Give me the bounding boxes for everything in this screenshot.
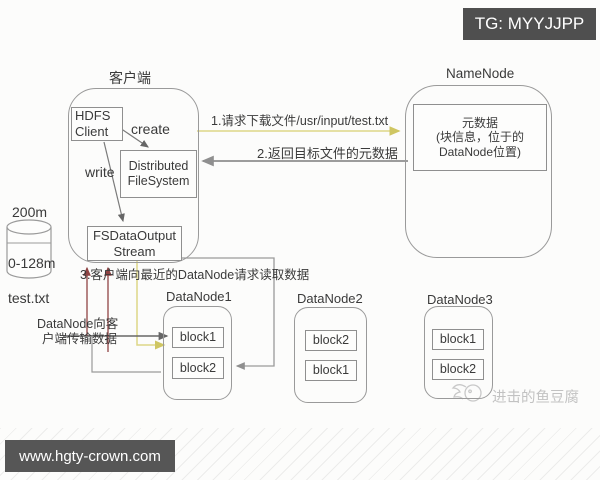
watermark-text: 进击的鱼豆腐 [492, 390, 579, 406]
metadata-box: 元数据 (块信息，位于的 DataNode位置) [413, 104, 547, 171]
create-arrow [119, 127, 149, 148]
datanode2-container [294, 307, 367, 403]
tg-badge-text: TG: MYYJJPP [474, 14, 585, 33]
fsdos-line2: Stream [113, 243, 156, 259]
datanode3-container [424, 306, 493, 399]
write-arrow [103, 141, 125, 223]
read-block2-request-arrow [181, 257, 275, 370]
fsdos-line1: FSDataOutput [92, 227, 177, 243]
block2-transfer-line [91, 336, 161, 373]
file-name-label: test.txt [8, 290, 50, 306]
website-badge: www.hgty-crown.com [5, 440, 175, 472]
metadata-line3: DataNode位置) [438, 144, 522, 159]
datanode1-title: DataNode1 [166, 289, 232, 304]
block-range-label: 0-128m [8, 255, 56, 271]
datanode3-block-bottom: block2 [432, 359, 484, 380]
dfs-line2: FileSystem [127, 174, 190, 188]
transfer-label-line1: DataNode向客 [37, 317, 119, 331]
read-block1-request-arrow [136, 261, 166, 350]
file-size-label: 200m [12, 204, 48, 220]
datanode2-block-bottom: block1 [305, 360, 357, 381]
datanode1-container [163, 306, 232, 400]
metadata-line1: 元数据 [461, 115, 498, 130]
website-badge-text: www.hgty-crown.com [19, 447, 161, 465]
datanode2-block-top: block2 [305, 330, 357, 351]
transfer-label: DataNode向客 户端传输数据 [37, 317, 118, 347]
datanode3-title: DataNode3 [427, 292, 493, 307]
tg-badge: TG: MYYJJPP [463, 8, 596, 40]
write-label: write [85, 164, 115, 180]
fsdataoutputstream-box: FSDataOutput Stream [87, 226, 182, 261]
datanode1-block-bottom: block2 [172, 357, 224, 379]
hdfs-client-line1: HDFS [75, 108, 111, 124]
dfs-line1: Distributed [128, 159, 189, 173]
datanode2-title: DataNode2 [297, 291, 363, 306]
datanode3-block-top: block1 [432, 329, 484, 350]
step3-label: 3.客户端向最近的DataNode请求读取数据 [80, 268, 310, 282]
step2-label: 2.返回目标文件的元数据 [257, 146, 398, 161]
namenode-title: NameNode [446, 66, 515, 81]
hdfs-client-line2: Client [75, 124, 109, 139]
namenode-container [405, 85, 552, 258]
step1-label: 1.请求下载文件/usr/input/test.txt [211, 114, 389, 128]
metadata-line2: (块信息，位于的 [436, 130, 524, 145]
distributed-filesystem-box: Distributed FileSystem [120, 150, 197, 198]
transfer-label-line2: 户端传输数据 [42, 332, 118, 346]
client-container [68, 88, 199, 263]
hdfs-client-box: HDFS Client [71, 107, 123, 141]
datanode1-block-top: block1 [172, 327, 224, 348]
client-title: 客户端 [109, 70, 151, 86]
source-file-cylinder [6, 219, 52, 279]
create-label: create [131, 121, 170, 137]
